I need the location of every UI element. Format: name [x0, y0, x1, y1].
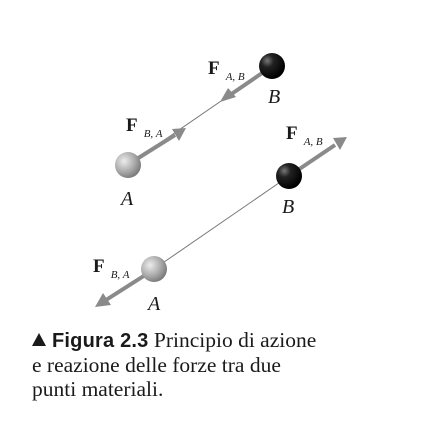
bottom-force-A-label: F B, A — [93, 256, 130, 281]
caption-line-1: Principio di azione — [153, 328, 317, 352]
caption-line-3: punti materiali. — [32, 377, 164, 401]
top-force-A-label: F B, A — [126, 115, 163, 140]
bottom-force-B-label: F A, B — [286, 123, 323, 148]
bottom-force-B-subscript: A, B — [303, 136, 323, 148]
top-force-B-subscript: A, B — [225, 71, 245, 83]
bottom-force-A-subscript: B, A — [111, 269, 130, 281]
bottom-label-B: B — [282, 196, 294, 218]
top-particle-A — [115, 152, 141, 178]
top-force-A-arrowhead — [172, 128, 186, 141]
top-force-B-label: F A, B — [208, 58, 245, 83]
bottom-particle-B — [276, 163, 302, 189]
caption-line-2: e reazione delle forze tra due — [32, 353, 281, 377]
force-diagram: F A, B F B, A A B F A, B F B, A A B — [93, 53, 347, 315]
bottom-particle-A — [141, 256, 167, 282]
top-force-B-symbol: F — [208, 58, 220, 79]
figure-number: Figura 2.3 — [52, 330, 149, 352]
bottom-force-B-arrowhead — [333, 137, 347, 150]
top-label-A: A — [119, 188, 134, 210]
top-force-A-subscript: B, A — [144, 128, 163, 140]
top-force-A-symbol: F — [126, 115, 138, 136]
bottom-connecting-line — [153, 175, 290, 270]
bottom-force-B-symbol: F — [286, 123, 298, 144]
bottom-label-A: A — [146, 293, 161, 315]
top-label-B: B — [268, 86, 280, 108]
bottom-force-A-arrowhead — [95, 293, 111, 307]
bottom-force-A-shaft — [104, 270, 152, 302]
top-particle-B — [259, 53, 285, 79]
top-force-B-arrowhead — [220, 88, 236, 102]
top-force-A-shaft — [130, 133, 177, 164]
figure-caption: Figura 2.3 Principio di azione e reazion… — [32, 328, 427, 401]
triangle-icon — [32, 333, 46, 346]
bottom-force-A-symbol: F — [93, 256, 105, 277]
